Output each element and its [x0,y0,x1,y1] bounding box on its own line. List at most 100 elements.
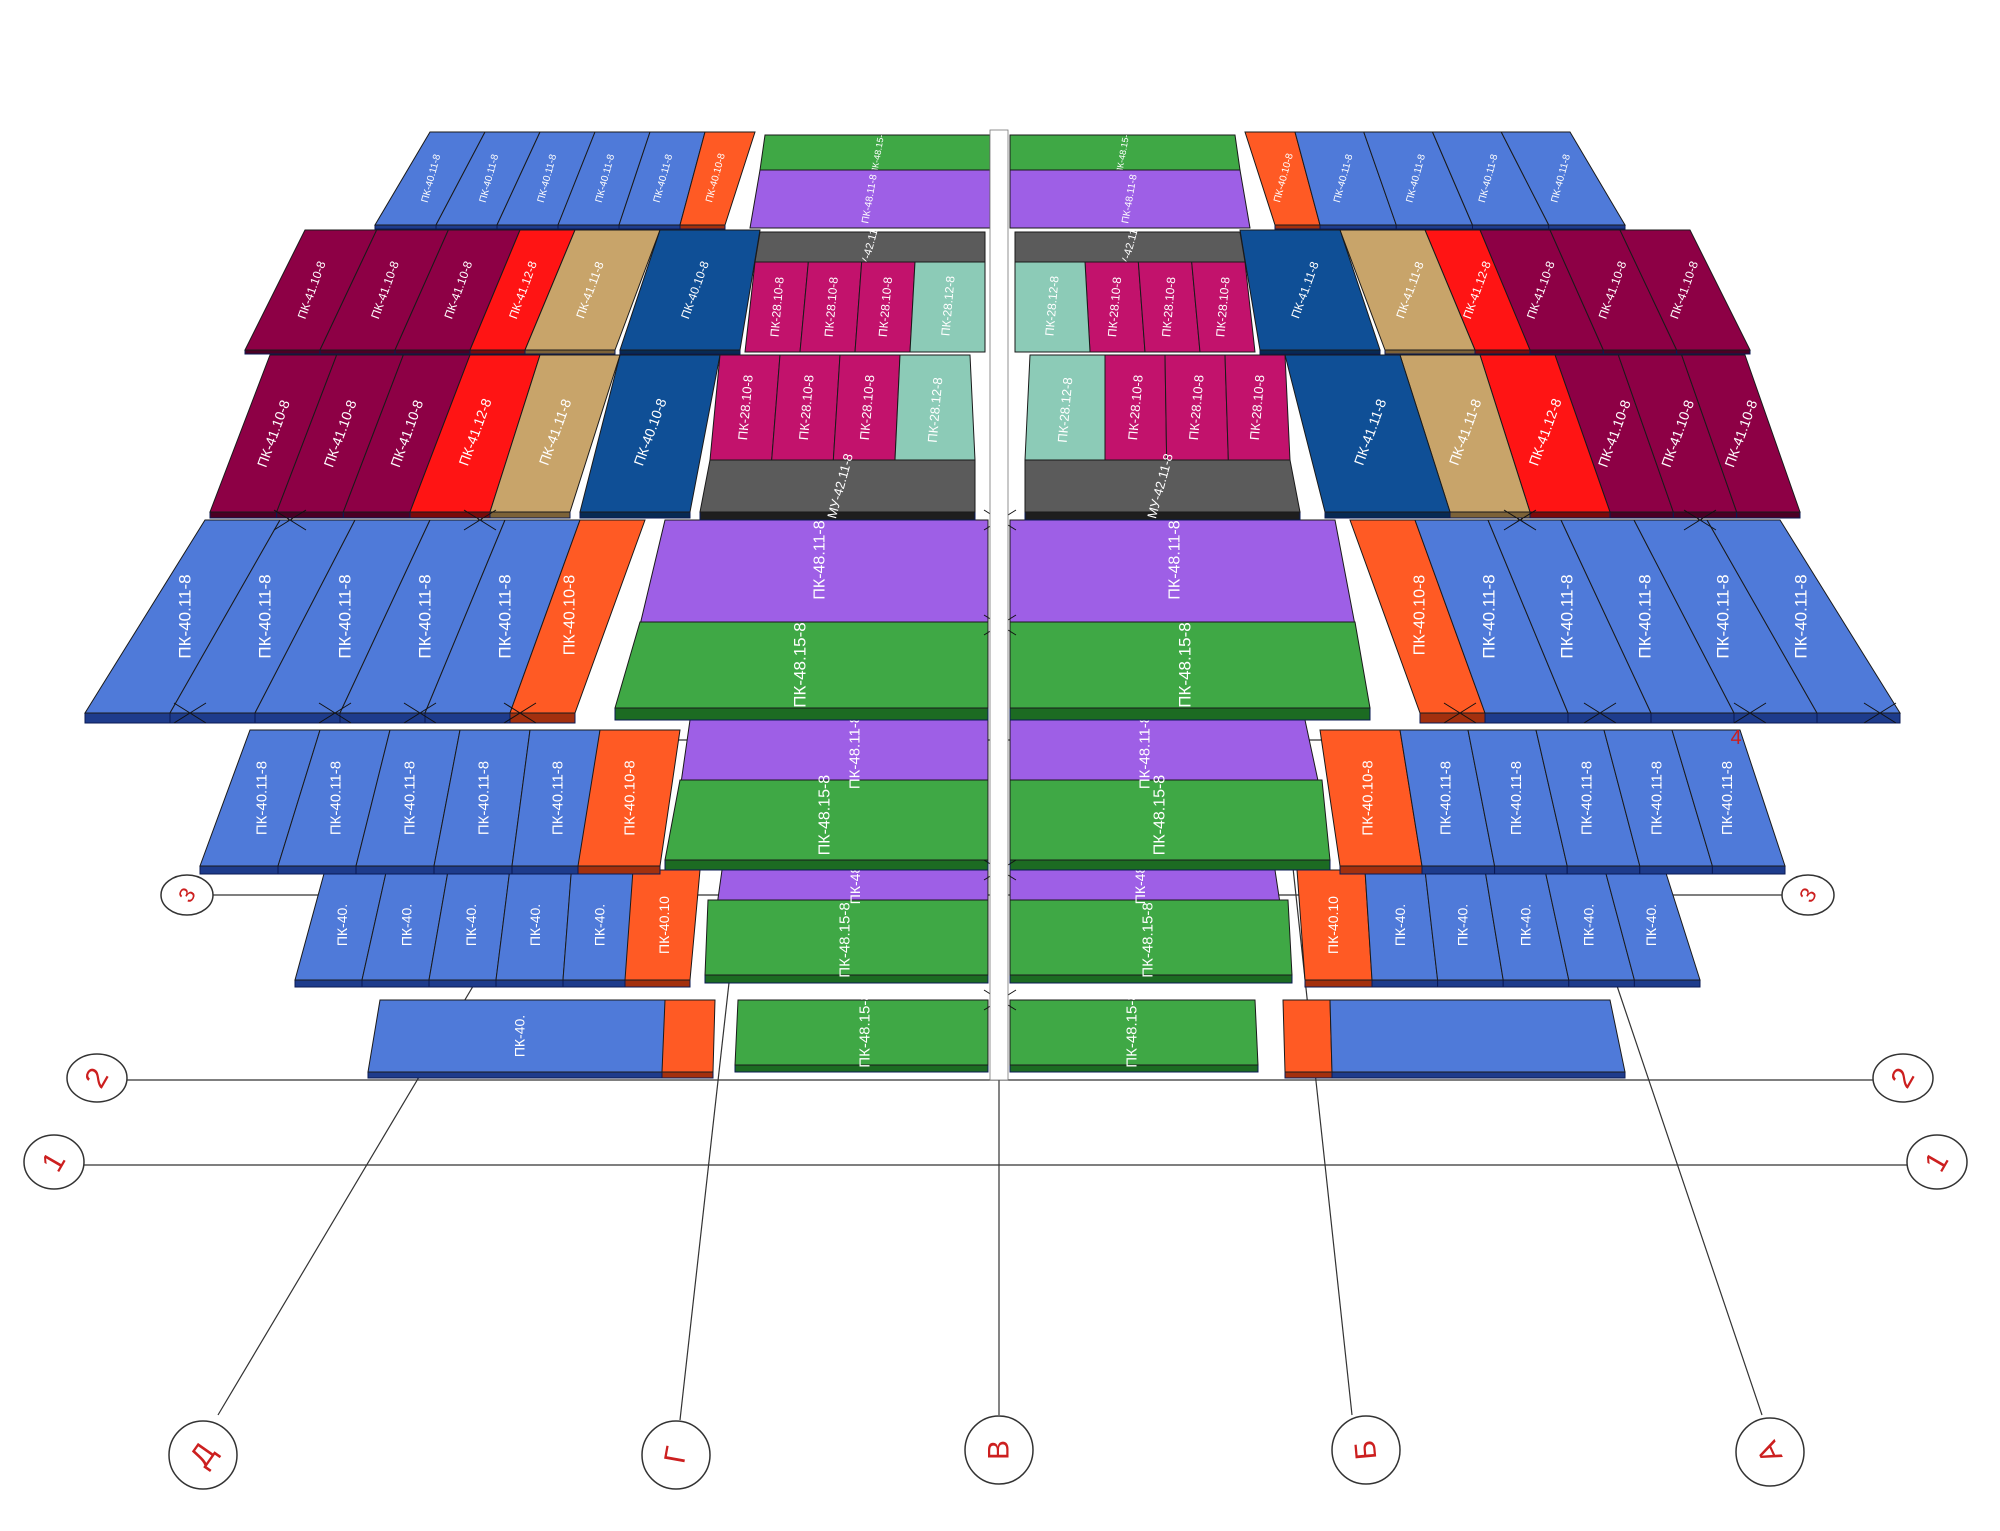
slab-u2-right-magenta-label-0: ПК-28.10-8 [1105,276,1124,338]
slab-l2-right-blue-label-4: ПК-40. [1643,904,1659,946]
slab-u-right-magenta-label-1: ПК-28.10-8 [1186,374,1207,440]
slab-l2-left-blue-1-edge [361,979,430,988]
slab-l3-center-right-green-edge [1009,859,1331,871]
slab-l3-purple-label-left: ПК-48.11-8 [847,715,864,789]
slab-u-right-maroon-2 [1680,354,1801,513]
slab-l4-purple-label-left: ПК-48.11-8 [812,520,829,599]
slab-l2-left-blue-label-2: ПК-40. [463,904,479,946]
axis-bubble-3-left-ring [160,874,214,916]
slab-l1-left-orange-edge [661,1071,714,1079]
axis-bubble-d: Д [168,1420,238,1490]
axis-bubble-b-ring [1331,1415,1401,1485]
axis-label-b: Б [1349,1439,1384,1461]
axis-line-a [1614,979,1763,1416]
slab-u2-left-mint-label: ПК-28.12-8 [938,275,957,337]
slab-u-right-magenta-label-2: ПК-28.10-8 [1247,374,1268,440]
slab-u2-left-maroon-0-edge [244,349,321,355]
slab-l3-left-blue-label-4: ПК-40.11-8 [550,761,567,835]
slab-top-left-orange-edge [679,224,726,230]
axis-bubble-2-left-ring [66,1053,128,1103]
joint-cross-8-b [273,509,307,531]
slab-u-right-maroon-2-edge [1736,511,1801,519]
slab-u-left-magenta-label-2: ПК-28.10-8 [857,374,878,440]
slab-u-left-gray [699,459,976,513]
slab-u-left-navy-edge [579,511,691,519]
slab-l3-right-blue-4-edge [1711,865,1786,875]
slab-l4-right-blue-0-edge [1484,712,1569,724]
slab-u-left-navy [579,354,721,513]
slab-u2-left-magenta-label-0: ПК-28.10-8 [767,276,786,338]
slab-u2-right-maroon-2 [1619,229,1751,351]
slab-u2-left-maroon-1-edge [319,349,396,355]
slab-l2-center-left-green [704,899,989,976]
axis-bubble-3-right-ring [1781,874,1835,916]
slab-l2-right-orange-edge [1304,979,1373,988]
axis-bubble-v: В [964,1415,1034,1485]
slab-l4-right-blue-label-0: ПК-40.11-8 [1480,574,1499,658]
slab-l3-left-blue-label-3: ПК-40.11-8 [476,761,493,835]
slab-u-left-magenta-label-0: ПК-28.10-8 [735,374,756,440]
slab-u-left-red-edge [409,511,491,519]
joint-cross-2-b [403,702,437,724]
axis-bubble-b: Б [1331,1415,1401,1485]
slab-l4-right-blue-label-1: ПК-40.11-8 [1558,574,1577,658]
axis-bubble-2-right-ring [1872,1053,1934,1103]
slab-l3-right-blue-label-0: ПК-40.11-8 [1438,761,1455,835]
slab-l3-right-blue-1-edge [1494,865,1568,875]
slab-u-right-gray [1024,459,1301,513]
slab-l1-left-blue-0-edge [367,1071,666,1079]
slab-l4-purple-label-right: ПК-48.11-8 [1167,520,1184,599]
slab-u-left-maroon-1-edge [276,511,344,519]
slab-l4-right-blue-1-edge [1567,712,1652,724]
axis-bubble-d-ring [168,1420,238,1490]
slab-top-right-orange-edge [1274,224,1321,230]
slab-l2-right-blue-0-edge [1371,979,1439,988]
axis-bubble-v-ring [964,1415,1034,1485]
slab-l3-left-blue-label-2: ПК-40.11-8 [402,761,419,835]
slab-l4-right-blue-3-edge [1733,712,1818,724]
slab-l1-right-orange-edge [1284,1071,1333,1079]
axis-label-4-right: 4 [1730,727,1741,749]
axis-bubble-g: Г [641,1420,711,1490]
slab-u2-left-maroon-2-edge [394,349,471,355]
slab-l2-purple-label-right: ПК-48 [1132,866,1148,905]
joint-cross-9-b [463,509,497,531]
axis-bubble-g-ring [641,1420,711,1490]
slab-u-right-red-edge [1529,511,1611,519]
slab-l2-left-blue-0-edge [294,979,363,988]
slab-u2-left-tan-edge [524,349,616,355]
slab-l3-left-blue-2-edge [355,865,435,875]
slab-u2-right-navy [1239,229,1381,351]
slab-l2-right-blue-4-edge [1633,979,1701,988]
slab-u-right-navy [1284,354,1451,513]
slab-l1-left-orange [661,999,716,1073]
slab-l1-center-right-green [1009,999,1259,1066]
slab-l2-left-orange-edge [624,979,691,988]
joint-cross-11-b [1683,509,1717,531]
axis-bubble-1-left: 1 [23,1134,85,1190]
slab-l4-left-blue-label-4: ПК-40.11-8 [496,574,515,658]
slab-l2-right-blue-label-0: ПК-40. [1392,904,1408,946]
slab-top-left-blue-4-edge [618,224,681,230]
slab-l2-purple-label-left: ПК-48 [847,866,863,905]
slab-l2-center-right-green [1009,899,1293,976]
slab-l3-center-right-green [1009,779,1331,861]
slab-l2-right-blue-2-edge [1502,979,1570,988]
slab-l4-left-orange-edge [509,712,576,724]
slab-l3-right-blue-3-edge [1639,865,1713,875]
slab-l2-right-blue-1-edge [1437,979,1504,988]
slab-u2-left-navy-edge [619,349,741,355]
slab-l3-right-orange-edge [1339,865,1423,875]
slab-u-left-mint-label: ПК-28.12-8 [925,377,946,443]
slab-l2-right-orange-label: ПК-40.10 [1325,896,1341,954]
joint-cross-0-b [173,702,207,724]
axis-label-v: В [983,1440,1016,1460]
joint-cross-10-b [1503,509,1537,531]
slab-l2-left-blue-label-0: ПК-40. [334,904,350,946]
slab-u2-left-mint [909,261,986,353]
slab-l4-left-blue-label-0: ПК-40.11-8 [176,574,195,658]
slab-l4-left-blue-4-edge [424,712,511,724]
slab-l3-left-orange-label: ПК-40.10-8 [622,760,639,835]
axis-line-b [1289,839,1353,1416]
